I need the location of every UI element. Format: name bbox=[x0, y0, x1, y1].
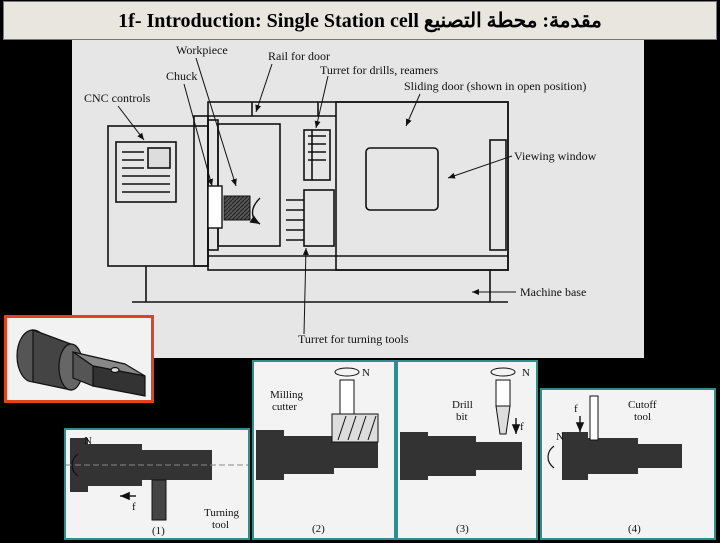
operation-drilling-panel: N f Drill bit (3) bbox=[396, 360, 538, 540]
op3-feed: f bbox=[520, 421, 524, 433]
op2-tool-label-2: cutter bbox=[272, 401, 297, 413]
label-rail: Rail for door bbox=[268, 49, 330, 63]
cabinet-side bbox=[193, 115, 209, 267]
rotation-arrow bbox=[249, 197, 261, 225]
op2-speed: N bbox=[362, 367, 370, 379]
op1-tool-label-2: tool bbox=[212, 519, 229, 531]
op1-speed: N bbox=[84, 435, 92, 447]
op1-number: (1) bbox=[152, 525, 165, 537]
label-chuck: Chuck bbox=[166, 69, 197, 83]
title-box: 1f- Introduction: Single Station cell مق… bbox=[4, 2, 716, 39]
workpiece bbox=[223, 195, 251, 221]
door-handle-edge bbox=[489, 139, 507, 251]
turret-drills bbox=[303, 129, 331, 181]
label-cnc-controls: CNC controls bbox=[84, 91, 151, 105]
op3-tool-label: Drill bbox=[452, 399, 473, 411]
label-viewing-window: Viewing window bbox=[514, 149, 597, 163]
op1-feed: f bbox=[132, 501, 136, 513]
label-turret-drills: Turret for drills, reamers bbox=[320, 63, 439, 77]
op4-feed: f bbox=[574, 403, 578, 415]
op3-speed: N bbox=[522, 367, 530, 379]
machine-outline bbox=[107, 101, 509, 303]
machine-diagram: Workpiece Rail for door Chuck Turret for… bbox=[72, 40, 644, 358]
title-bar: 1f- Introduction: Single Station cell مق… bbox=[0, 0, 720, 40]
op4-number: (4) bbox=[628, 523, 641, 535]
viewing-window bbox=[365, 147, 439, 211]
operation-cutoff-panel: N f Cutoff tool (4) bbox=[540, 388, 716, 540]
label-turret-turning: Turret for turning tools bbox=[298, 332, 409, 346]
operation-milling-panel: N Milling cutter (2) bbox=[252, 360, 396, 540]
cnc-control-cabinet bbox=[107, 125, 209, 267]
op4-tool-label: Cutoff bbox=[628, 399, 657, 411]
label-sliding-door: Sliding door (shown in open position) bbox=[404, 79, 586, 93]
op1-tool-label: Turning bbox=[204, 507, 240, 519]
part-svg bbox=[16, 329, 146, 397]
op3-number: (3) bbox=[456, 523, 469, 535]
op2-number: (2) bbox=[312, 523, 325, 535]
op4-cutoff-tool bbox=[589, 395, 599, 441]
machine-frame bbox=[207, 101, 509, 271]
cnc-screen bbox=[115, 141, 177, 203]
label-machine-base: Machine base bbox=[520, 285, 586, 299]
part-illustration bbox=[4, 315, 154, 403]
slide-title: 1f- Introduction: Single Station cell مق… bbox=[118, 10, 602, 32]
sliding-door bbox=[335, 101, 509, 271]
leader-lines bbox=[117, 57, 516, 335]
label-workpiece: Workpiece bbox=[176, 43, 228, 57]
turret-tools bbox=[286, 135, 326, 241]
op1-turning-tool bbox=[151, 479, 167, 521]
operation-turning-panel: N f Turning tool (1) bbox=[64, 428, 250, 540]
chuck bbox=[207, 185, 223, 229]
op4-tool-label-2: tool bbox=[634, 411, 651, 423]
turret-turning bbox=[303, 189, 335, 247]
op3-tool-label-2: bit bbox=[456, 411, 468, 423]
op4-speed: N bbox=[556, 431, 564, 443]
op2-tool-label: Milling bbox=[270, 389, 304, 401]
op3-drill-bit bbox=[495, 405, 511, 435]
machine-diagram-svg: Workpiece Rail for door Chuck Turret for… bbox=[84, 43, 597, 346]
